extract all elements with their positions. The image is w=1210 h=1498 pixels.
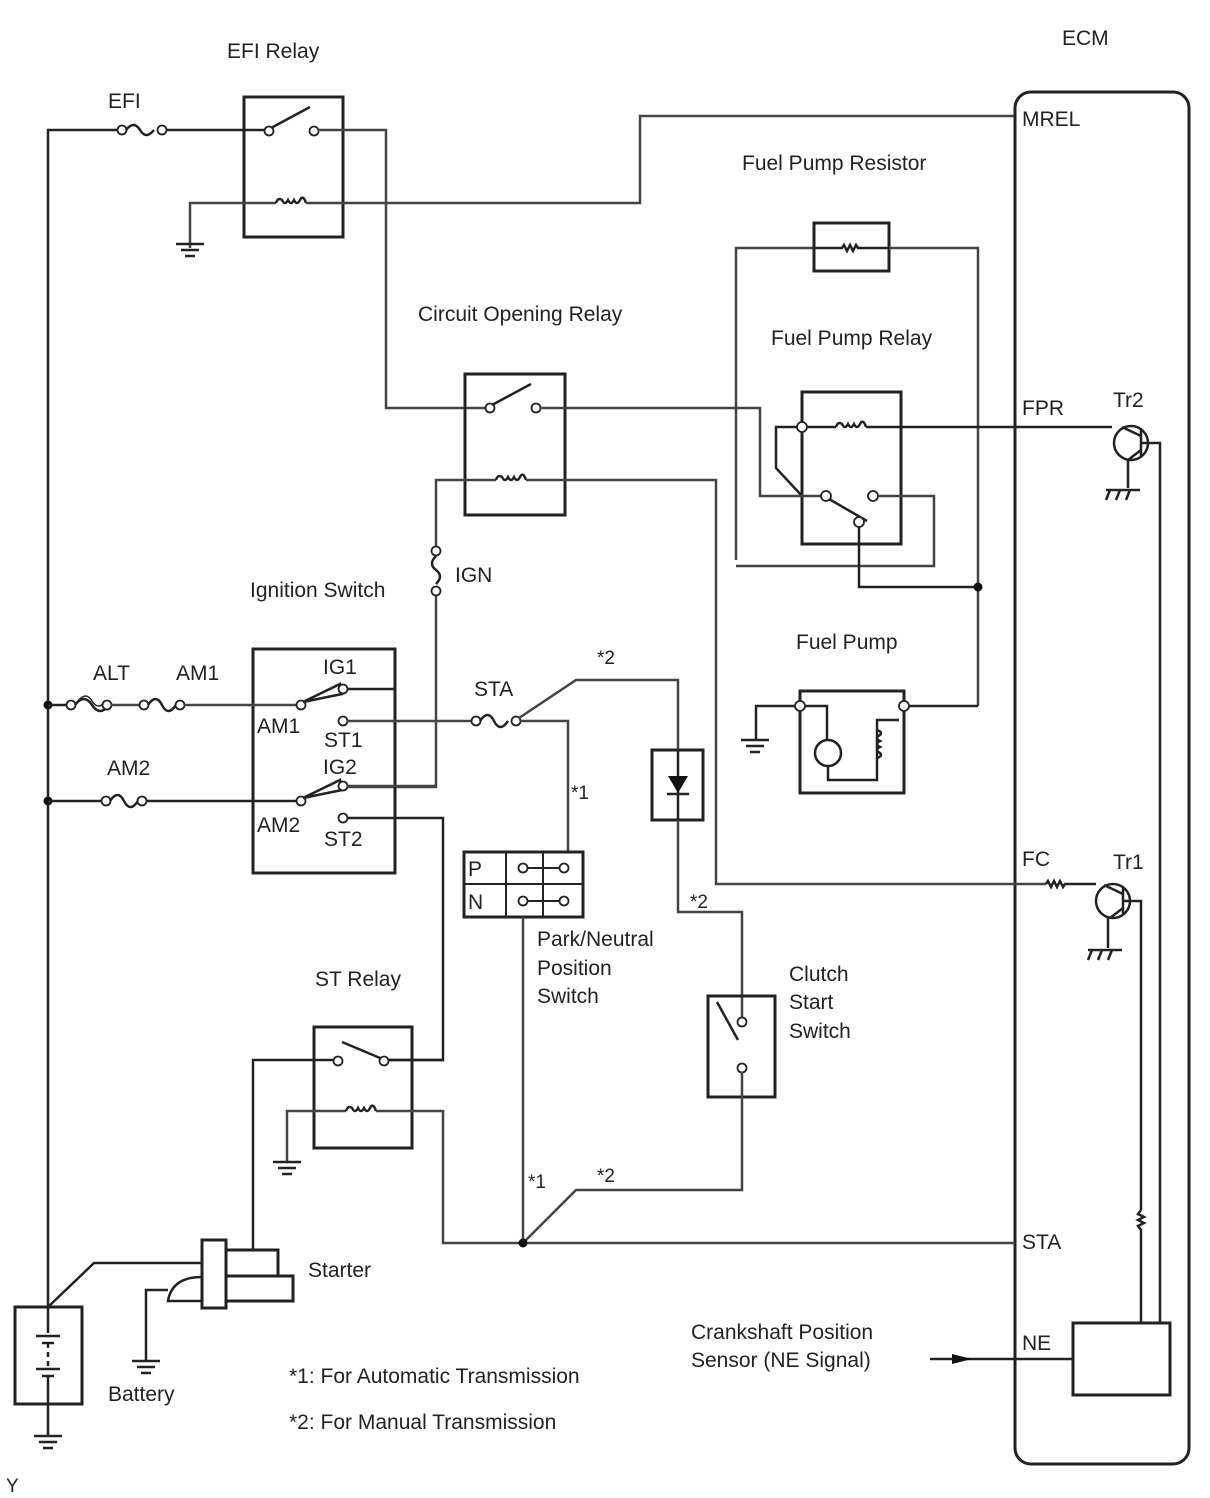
am2-fuse-label: AM2 (107, 757, 150, 780)
circuit-opening-relay-label: Circuit Opening Relay (418, 303, 623, 326)
clutch-switch-label-2: Start (789, 991, 834, 1014)
clutch-switch-label-1: Clutch (789, 963, 849, 986)
crank-sensor-label-2: Sensor (NE Signal) (691, 1349, 871, 1372)
fuel-pump-resistor (734, 221, 980, 706)
am1-fuse (138, 697, 186, 713)
sta-fuse (470, 678, 680, 852)
junction-dot (973, 582, 983, 592)
ig-switch-contact-1 (295, 682, 472, 727)
fuel-pump (754, 689, 978, 795)
ecm-pin-fpr: FPR (1022, 397, 1064, 420)
ecm-pin-fc: FC (1022, 848, 1050, 871)
ignition-switch (251, 647, 397, 875)
ignition-switch-label: Ignition Switch (250, 579, 385, 602)
alt-fuse-label: ALT (93, 662, 130, 685)
fuel-pump-resistor-label: Fuel Pump Resistor (742, 152, 926, 175)
diode-icon (650, 748, 744, 1017)
pn-switch-label-2: Position (537, 957, 612, 980)
efi-fuse-label: EFI (108, 90, 141, 113)
main-power-bus (46, 128, 118, 1307)
ecm-label: ECM (1062, 27, 1109, 50)
coil-icon (875, 728, 883, 760)
note-mt-2: *2 (690, 892, 708, 913)
battery-label: Battery (108, 1383, 175, 1406)
crank-sensor-label-1: Crankshaft Position (691, 1321, 873, 1344)
sw-st1-label: ST1 (324, 729, 363, 752)
legend-item-1: *1: For Automatic Transmission (289, 1365, 580, 1388)
note-at-1: *1 (571, 783, 589, 804)
junction-dot (518, 1238, 528, 1248)
efi-relay (188, 95, 1015, 410)
tr2-label: Tr2 (1113, 389, 1144, 412)
tr1-label: Tr1 (1113, 851, 1144, 874)
sw-ig2-label: IG2 (323, 756, 357, 779)
ground-icon (273, 1160, 301, 1176)
fuel-pump-relay (566, 390, 1112, 589)
sta-fuse-label: STA (474, 678, 513, 701)
sw-am2-label: AM2 (257, 814, 300, 837)
ground-icon (741, 738, 769, 754)
efi-fuse (116, 123, 244, 137)
sw-st2-label: ST2 (324, 828, 363, 851)
sw-am1-label: AM1 (257, 715, 300, 738)
st-relay (251, 1025, 445, 1250)
sw-ig1-label: IG1 (323, 656, 357, 679)
clutch-switch-label-3: Switch (789, 1020, 851, 1043)
corner-mark: Y (6, 1476, 19, 1497)
pn-switch-label-1: Park/Neutral (537, 928, 654, 951)
ecm-pin-sta: STA (1022, 1231, 1061, 1254)
note-at-bottom: *1 (528, 1172, 546, 1193)
motor-icon (813, 738, 843, 768)
ecm-internal-block (1071, 1321, 1172, 1397)
pn-n-label: N (468, 891, 483, 914)
fuel-pump-relay-label: Fuel Pump Relay (771, 327, 933, 350)
clutch-start-switch (522, 994, 777, 1244)
arrow-right-icon (952, 1354, 972, 1364)
starter-icon (47, 1238, 295, 1360)
fc-resistor (1044, 878, 1096, 890)
ecm-pin-ne: NE (1022, 1332, 1051, 1355)
starter-label: Starter (308, 1259, 371, 1282)
ecm-box (1013, 90, 1191, 1466)
ecm-pin-mrel: MREL (1022, 108, 1080, 131)
legend-item-2: *2: For Manual Transmission (289, 1411, 556, 1434)
transistor-tr1-icon (1086, 882, 1147, 1323)
am2-fuse (100, 793, 148, 809)
ground-icon (176, 242, 204, 258)
ig-switch-contact-2 (295, 778, 445, 1062)
pn-p-label: P (468, 858, 482, 881)
battery-icon (13, 1305, 84, 1436)
alt-fuse (65, 695, 113, 713)
am1-fuse-label: AM1 (176, 662, 219, 685)
note-mt-bottom: *2 (597, 1166, 615, 1187)
transistor-tr2-icon (1104, 424, 1162, 1323)
ground-icon (132, 1359, 160, 1375)
efi-relay-label: EFI Relay (227, 40, 320, 63)
st-relay-label: ST Relay (315, 968, 401, 991)
note-mt-top: *2 (597, 648, 615, 669)
pn-switch-label-3: Switch (537, 985, 599, 1008)
circuit-opening-relay (434, 372, 1046, 886)
ign-fuse-label: IGN (455, 564, 492, 587)
wire-sta-ecm (441, 1110, 1015, 1245)
ground-icon (34, 1434, 62, 1450)
fuel-pump-label: Fuel Pump (796, 631, 898, 654)
